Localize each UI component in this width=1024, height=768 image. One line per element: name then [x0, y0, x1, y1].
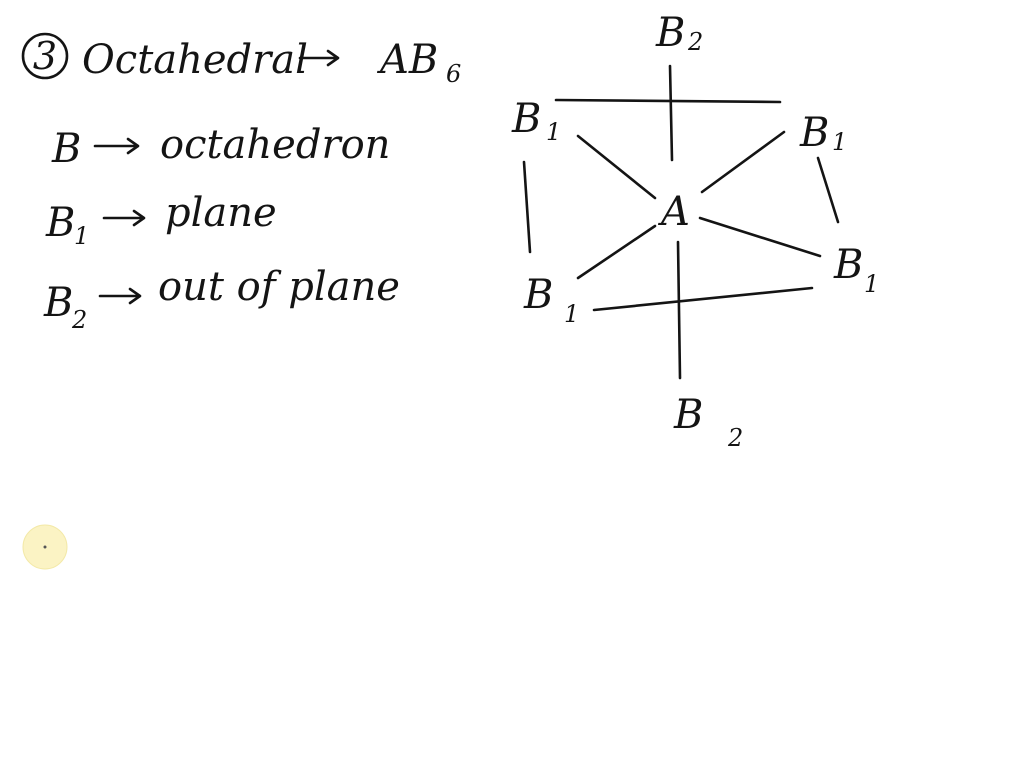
label-lower-right-b: B: [833, 242, 863, 288]
label-bottom-subscript: 2: [727, 424, 743, 452]
label-lower-right-subscript: 1: [864, 270, 879, 298]
label-upper-left-b: B: [511, 96, 541, 142]
item-number: 3: [33, 34, 57, 78]
line3-symbol-subscript: 2: [71, 306, 87, 334]
heading-formula-subscript: 6: [446, 60, 461, 88]
line3-symbol: B: [43, 280, 73, 326]
label-lower-left-subscript: 1: [564, 300, 579, 328]
line2-symbol-subscript: 1: [74, 222, 89, 250]
right-arrow-icon: [102, 209, 146, 227]
label-upper-right-subscript: 1: [832, 128, 847, 156]
bond-axial-top: [668, 64, 674, 162]
heading-formula: AB: [376, 37, 438, 83]
line2-symbol: B: [45, 200, 75, 246]
bond-lower-right: [698, 216, 822, 258]
line1-text: octahedron: [160, 122, 390, 168]
heading-octahedral: Octahedral: [82, 37, 308, 83]
line2-text: plane: [165, 190, 277, 236]
cursor-highlight-icon: [22, 524, 68, 570]
plane-edge-right: [816, 156, 840, 224]
octahedral-diagram: B 2 B 1 B 1 B 1 B 1 A B 2: [511, 10, 879, 452]
label-top-subscript: 2: [687, 28, 703, 56]
right-arrow-icon: [298, 49, 340, 67]
label-top-b: B: [655, 10, 685, 56]
plane-edge-left: [522, 160, 532, 254]
right-arrow-icon: [98, 287, 142, 305]
plane-edge-top: [554, 98, 782, 104]
notes: 3 Octahedral AB 6 B octahedron B 1 plane: [21, 32, 461, 334]
bond-upper-left: [576, 134, 657, 200]
label-upper-left-subscript: 1: [546, 118, 561, 146]
item-number-circle: 3: [21, 32, 69, 80]
label-lower-left-b: B: [523, 272, 553, 318]
label-upper-right-b: B: [799, 110, 829, 156]
right-arrow-icon: [93, 137, 140, 155]
label-bottom-b: B: [673, 392, 703, 438]
bond-axial-bottom: [676, 240, 682, 380]
bond-lower-left: [576, 224, 657, 280]
line3-text: out of plane: [158, 264, 400, 310]
bond-upper-right: [700, 130, 786, 194]
central-atom: A: [657, 189, 690, 235]
line1-symbol: B: [51, 126, 81, 172]
plane-edge-bottom: [592, 286, 814, 312]
